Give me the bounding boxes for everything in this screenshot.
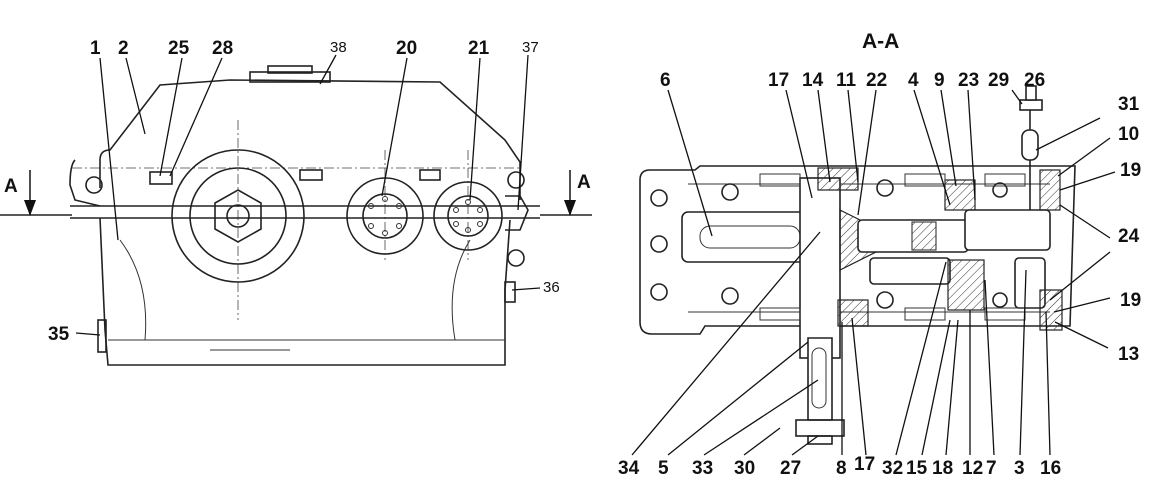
key-33 bbox=[811, 347, 827, 409]
arrow-head-left bbox=[24, 200, 36, 216]
shaft-32 bbox=[869, 257, 951, 285]
callout-16: 16 bbox=[1040, 458, 1061, 479]
gear-14 bbox=[817, 167, 859, 191]
callout-35: 35 bbox=[48, 324, 70, 345]
vertical-shaft-5 bbox=[799, 177, 841, 359]
callout-28: 28 bbox=[212, 38, 233, 59]
section-marker-right: A bbox=[577, 172, 591, 193]
callout-3: 3 bbox=[1014, 458, 1025, 479]
output-bearing-boss bbox=[171, 149, 305, 283]
knob-29 bbox=[1025, 85, 1037, 101]
housing-cover bbox=[99, 79, 521, 200]
section-view bbox=[631, 85, 1116, 456]
inspection-lid bbox=[249, 71, 331, 83]
output-shaft-end bbox=[226, 204, 250, 228]
callout-15: 15 bbox=[906, 458, 928, 479]
callout-38: 38 bbox=[330, 39, 347, 56]
callout-19-lower: 19 bbox=[1120, 290, 1141, 311]
bearing-cap-10 bbox=[1039, 169, 1061, 211]
callout-14: 14 bbox=[802, 70, 824, 91]
sleeve-31 bbox=[1021, 129, 1039, 161]
callout-10: 10 bbox=[1118, 124, 1139, 145]
key-hatch bbox=[911, 221, 937, 251]
callout-31: 31 bbox=[1118, 94, 1140, 115]
intermediate-bearing-cap bbox=[362, 193, 408, 239]
callout-18: 18 bbox=[932, 458, 953, 479]
section-marker-left: A bbox=[4, 176, 18, 197]
callout-11: 11 bbox=[836, 70, 857, 91]
callout-22: 22 bbox=[866, 70, 887, 91]
callout-27: 27 bbox=[780, 458, 801, 479]
callout-37: 37 bbox=[522, 39, 539, 56]
callout-23: 23 bbox=[958, 70, 979, 91]
callout-13: 13 bbox=[1118, 344, 1139, 365]
lid-plate bbox=[267, 65, 313, 74]
callout-26: 26 bbox=[1024, 70, 1045, 91]
flange-bolt-right bbox=[507, 171, 525, 189]
input-bearing-boss bbox=[433, 181, 503, 251]
callout-8: 8 bbox=[836, 458, 847, 479]
callout-24: 24 bbox=[1118, 226, 1140, 247]
section-title: A-A bbox=[862, 30, 899, 53]
gear-12 bbox=[947, 259, 985, 311]
callout-4: 4 bbox=[908, 70, 919, 91]
arrow-head-right bbox=[564, 200, 576, 216]
callout-29: 29 bbox=[988, 70, 1009, 91]
callout-36: 36 bbox=[543, 279, 560, 296]
callout-9: 9 bbox=[934, 70, 945, 91]
front-view-leaders bbox=[75, 54, 541, 336]
cover-flange-left bbox=[69, 159, 101, 207]
output-bearing-cap bbox=[189, 167, 287, 265]
callout-20: 20 bbox=[396, 38, 417, 59]
nut-27 bbox=[795, 419, 845, 437]
housing-inner-wall bbox=[688, 183, 1050, 313]
callout-19-upper: 19 bbox=[1120, 160, 1141, 181]
callout-7: 7 bbox=[986, 458, 997, 479]
bolt-head-top bbox=[299, 169, 323, 181]
cap-26 bbox=[1019, 99, 1043, 111]
drain-plug-35 bbox=[97, 319, 107, 353]
bolt-head-top-2 bbox=[419, 169, 441, 181]
oil-gauge-36 bbox=[504, 281, 516, 303]
vent-37 bbox=[505, 195, 529, 231]
input-shaft bbox=[964, 209, 1051, 251]
callout-12: 12 bbox=[962, 458, 983, 479]
flange-bolt-left bbox=[85, 176, 103, 194]
callout-30: 30 bbox=[734, 458, 755, 479]
foot-bolt-right bbox=[507, 249, 525, 267]
section-view-leaders bbox=[631, 89, 1116, 456]
callout-25: 25 bbox=[168, 38, 190, 59]
callout-1: 1 bbox=[90, 38, 101, 59]
washer-30 bbox=[807, 435, 833, 445]
callout-34: 34 bbox=[618, 458, 640, 479]
rib-left bbox=[119, 239, 147, 341]
gear-9 bbox=[944, 179, 976, 211]
front-view bbox=[0, 54, 592, 366]
callout-17-bottom: 17 bbox=[854, 454, 875, 475]
input-bearing-cap bbox=[447, 195, 489, 237]
callout-5: 5 bbox=[658, 458, 669, 479]
callout-33: 33 bbox=[692, 458, 713, 479]
callout-2: 2 bbox=[118, 38, 129, 59]
callout-17-top: 17 bbox=[768, 70, 789, 91]
callout-21: 21 bbox=[468, 38, 490, 59]
output-nut bbox=[214, 189, 262, 243]
housing-base bbox=[99, 217, 511, 366]
input-shaft-3 bbox=[1014, 257, 1046, 309]
callout-6: 6 bbox=[660, 70, 671, 91]
callout-32: 32 bbox=[882, 458, 903, 479]
rib-right bbox=[451, 239, 471, 341]
